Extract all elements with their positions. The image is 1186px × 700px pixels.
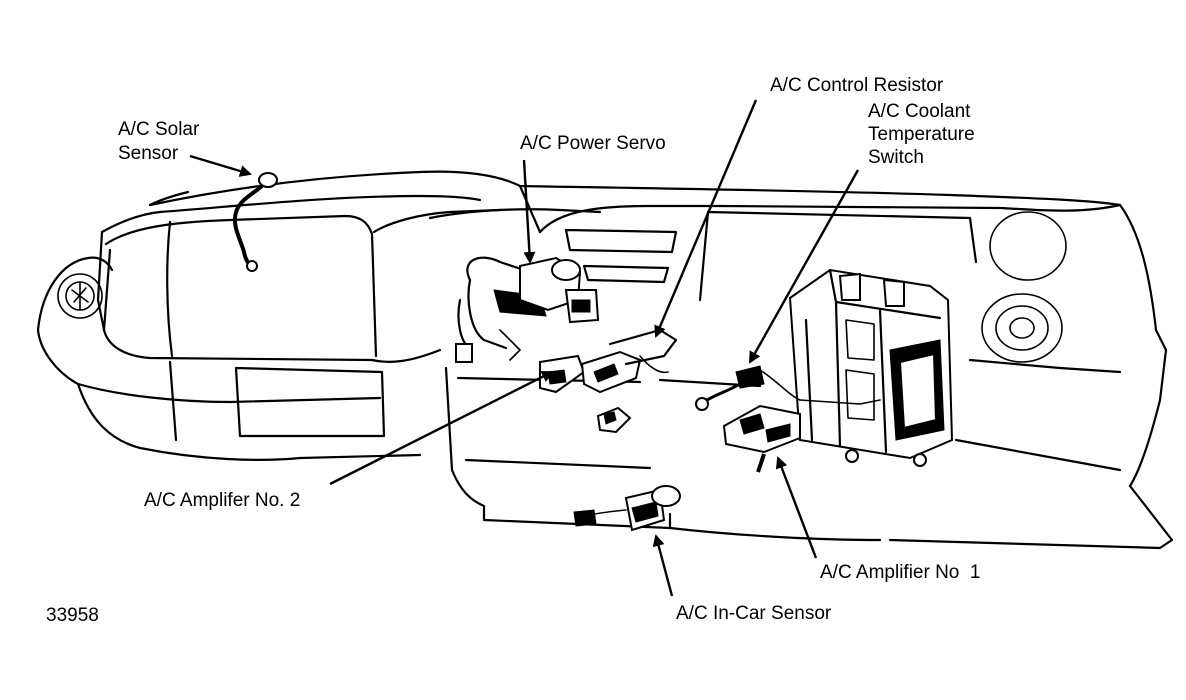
dashboard-outline — [36, 170, 1174, 550]
label-amplifier-1: A/C Amplifier No 1 — [820, 562, 981, 583]
label-solar-sensor: A/C Solar Sensor — [118, 119, 200, 164]
label-power-servo: A/C Power Servo — [520, 133, 666, 154]
label-in-car-sensor: A/C In-Car Sensor — [676, 603, 832, 624]
arrow-in-car-sensor — [652, 534, 674, 597]
power-servo-drawing — [455, 256, 600, 363]
ac-unit-drawing — [695, 268, 954, 473]
arrow-power-servo — [522, 159, 536, 264]
arrow-control-resistor — [654, 99, 758, 338]
in-car-sensor-drawing — [573, 485, 681, 532]
arrow-amplifier-2 — [329, 370, 554, 486]
arrow-amplifier-1 — [775, 456, 818, 559]
solar-sensor-drawing — [233, 172, 278, 272]
figure-number: 33958 — [46, 605, 99, 626]
label-control-resistor: A/C Control Resistor — [770, 75, 944, 96]
arrow-solar-sensor — [189, 154, 252, 177]
arrow-coolant-switch — [748, 169, 860, 364]
amplifier-2-drawing — [539, 328, 678, 434]
label-amplifier-2: A/C Amplifer No. 2 — [144, 490, 301, 511]
label-coolant-switch: A/C Coolant Temperature Switch — [868, 101, 975, 168]
leader-arrows — [189, 99, 860, 597]
